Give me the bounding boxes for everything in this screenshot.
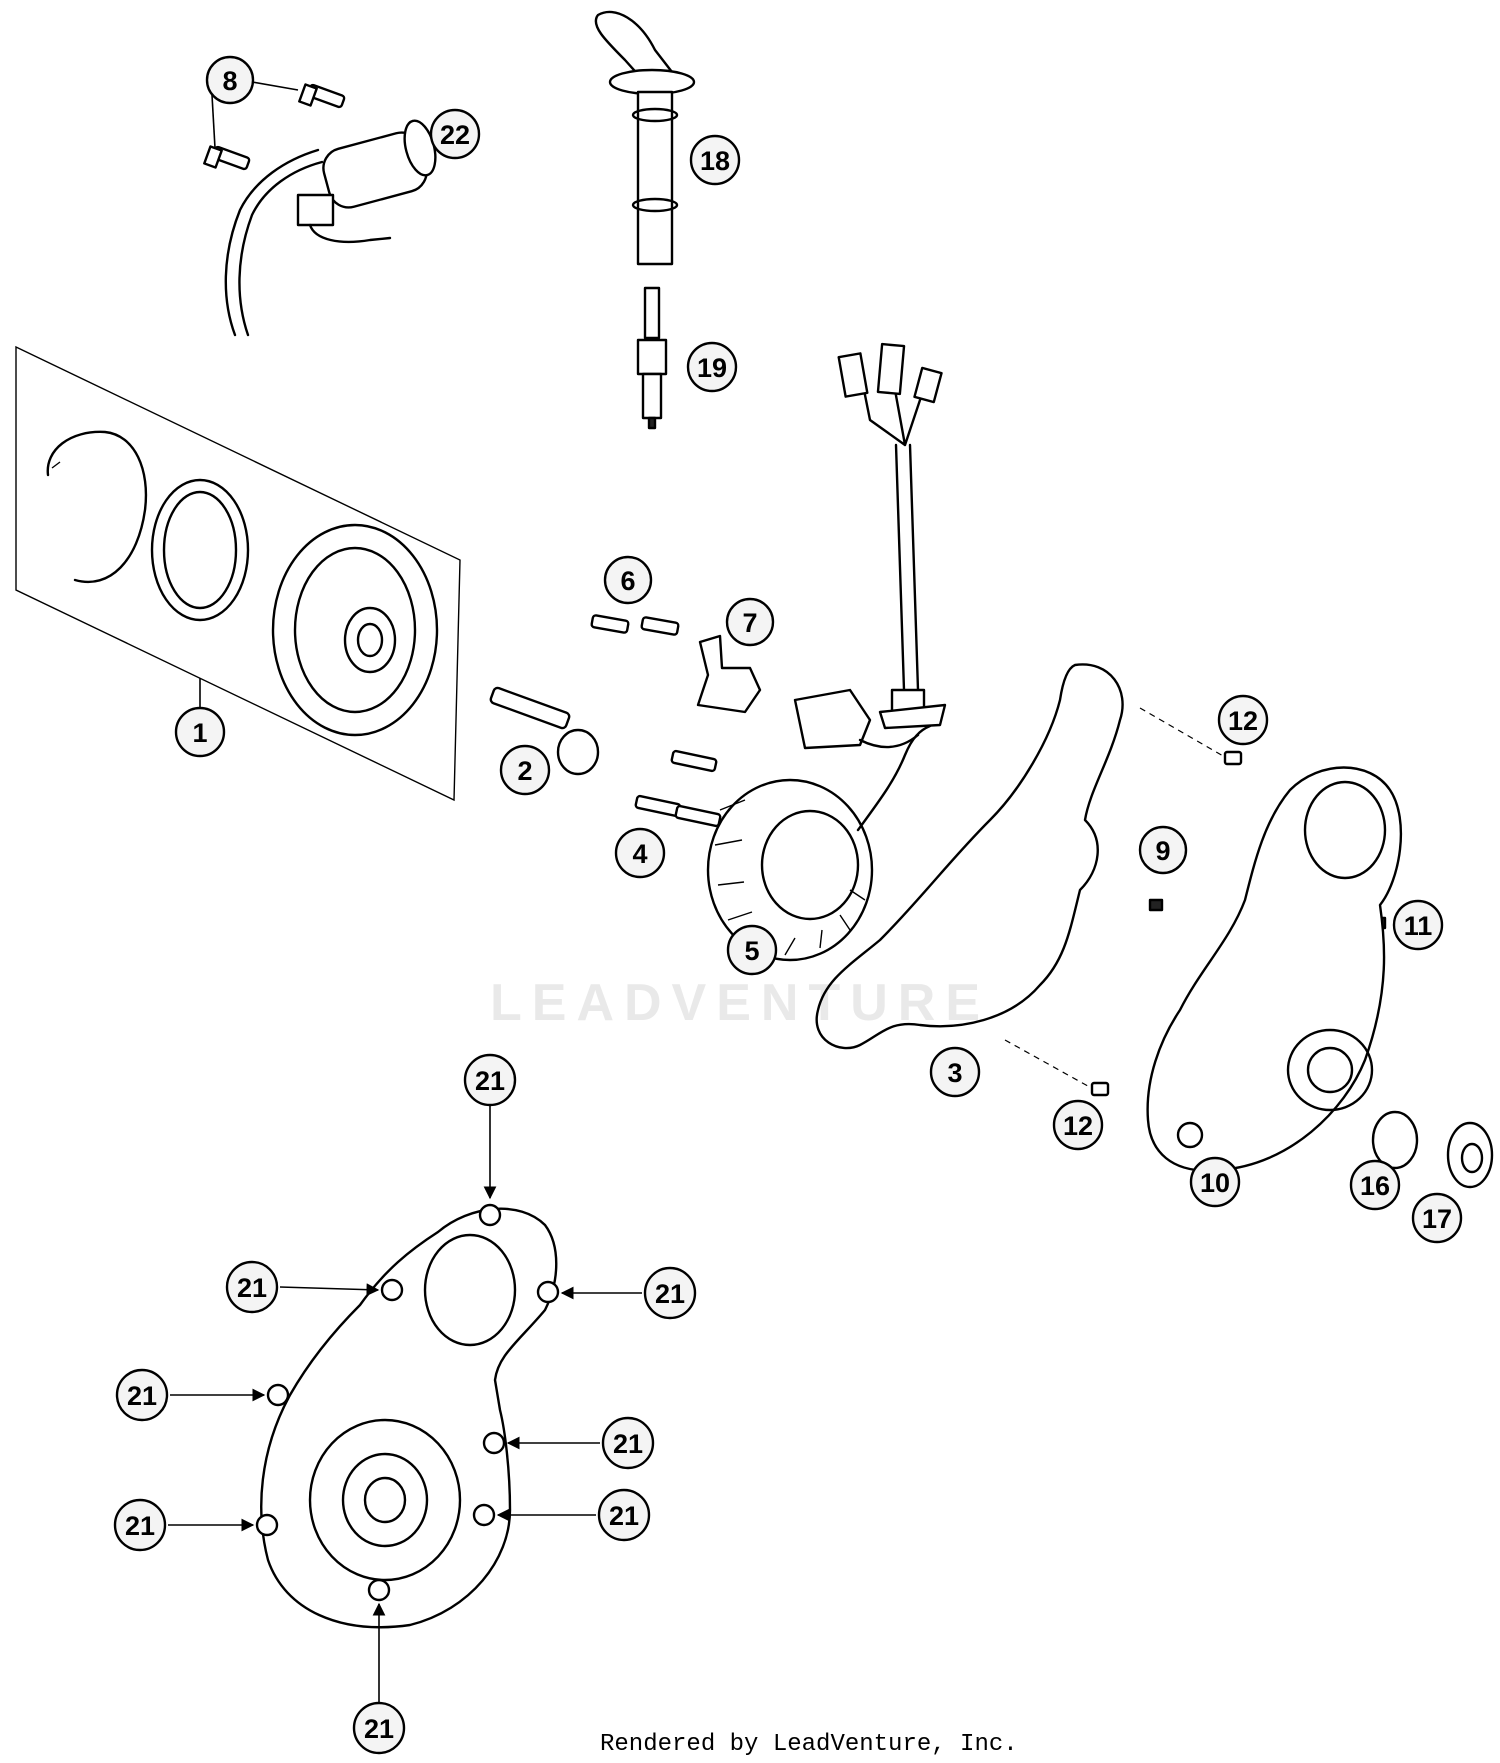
ignition-coil xyxy=(224,119,437,337)
rotor-assembly xyxy=(15,345,461,802)
small-plug xyxy=(1148,898,1164,912)
callout-21-mid-left: 21 xyxy=(115,1368,169,1422)
stator-screws xyxy=(634,749,722,828)
svg-text:12: 12 xyxy=(1063,1111,1093,1141)
svg-text:10: 10 xyxy=(1200,1168,1230,1198)
spark-plug-cap xyxy=(594,10,696,266)
callout-12-upper: 12 xyxy=(1217,694,1269,746)
svg-text:12: 12 xyxy=(1228,706,1258,736)
cover-bolt-locations xyxy=(255,1203,560,1629)
o-ring xyxy=(1371,1110,1419,1170)
svg-text:8: 8 xyxy=(222,66,237,96)
callout-21-lower-left: 21 xyxy=(113,1498,167,1552)
svg-text:21: 21 xyxy=(127,1381,157,1411)
plug-screw xyxy=(1446,1121,1494,1189)
dowel-pin-upper xyxy=(1223,750,1243,766)
callout-18: 18 xyxy=(689,134,741,186)
svg-text:21: 21 xyxy=(237,1273,267,1303)
callout-16: 16 xyxy=(1349,1159,1401,1211)
svg-text:17: 17 xyxy=(1422,1204,1452,1234)
callout-21-mid-right: 21 xyxy=(601,1416,655,1470)
spark-plug xyxy=(636,286,668,430)
callout-1: 1 xyxy=(174,706,226,758)
callout-9: 9 xyxy=(1138,825,1188,875)
callout-17: 17 xyxy=(1411,1192,1463,1244)
svg-text:19: 19 xyxy=(697,353,727,383)
footer-credit: Rendered by LeadVenture, Inc. xyxy=(600,1731,1018,1758)
svg-text:18: 18 xyxy=(700,146,730,176)
svg-text:21: 21 xyxy=(609,1501,639,1531)
dowel-pin-lower xyxy=(1090,1081,1110,1097)
svg-text:21: 21 xyxy=(613,1429,643,1459)
callout-2: 2 xyxy=(499,744,551,796)
cover-gasket xyxy=(815,663,1124,1050)
callout-21-bottom: 21 xyxy=(352,1701,406,1755)
svg-text:5: 5 xyxy=(744,936,759,966)
svg-text:21: 21 xyxy=(125,1511,155,1541)
svg-text:1: 1 xyxy=(192,718,207,748)
svg-text:16: 16 xyxy=(1360,1171,1390,1201)
callout-6: 6 xyxy=(603,555,653,605)
callout-19: 19 xyxy=(686,341,738,393)
stator xyxy=(706,724,932,962)
callout-21-upper-left: 21 xyxy=(225,1260,279,1314)
wiring-harness xyxy=(793,342,947,750)
svg-text:4: 4 xyxy=(632,839,647,869)
svg-text:7: 7 xyxy=(742,608,757,638)
rotor-bolt xyxy=(489,686,600,776)
ignition-cover xyxy=(1146,766,1403,1172)
svg-text:2: 2 xyxy=(517,756,532,786)
callout-21-lower-right: 21 xyxy=(597,1488,651,1542)
callout-8: 8 xyxy=(205,55,255,105)
callout-11: 11 xyxy=(1392,899,1444,951)
svg-text:21: 21 xyxy=(655,1279,685,1309)
callout-22: 22 xyxy=(429,108,481,160)
coil-bolts xyxy=(203,83,346,171)
svg-text:22: 22 xyxy=(440,120,470,150)
callout-10: 10 xyxy=(1189,1156,1241,1208)
watermark: LEADVENTURE xyxy=(490,974,990,1032)
callout-12-lower: 12 xyxy=(1052,1099,1104,1151)
svg-text:6: 6 xyxy=(620,566,635,596)
callout-21-upper-right: 21 xyxy=(643,1266,697,1320)
svg-text:9: 9 xyxy=(1155,836,1170,866)
callout-3: 3 xyxy=(929,1046,981,1098)
callout-4: 4 xyxy=(614,827,666,879)
callout-5: 5 xyxy=(726,924,778,976)
svg-text:21: 21 xyxy=(475,1066,505,1096)
svg-text:11: 11 xyxy=(1404,911,1433,941)
stator-bracket-bolts xyxy=(590,614,680,636)
svg-text:3: 3 xyxy=(947,1058,962,1088)
callout-7: 7 xyxy=(725,597,775,647)
callout-21-top: 21 xyxy=(463,1053,517,1107)
svg-text:21: 21 xyxy=(364,1714,394,1744)
cable-bracket xyxy=(696,634,762,714)
